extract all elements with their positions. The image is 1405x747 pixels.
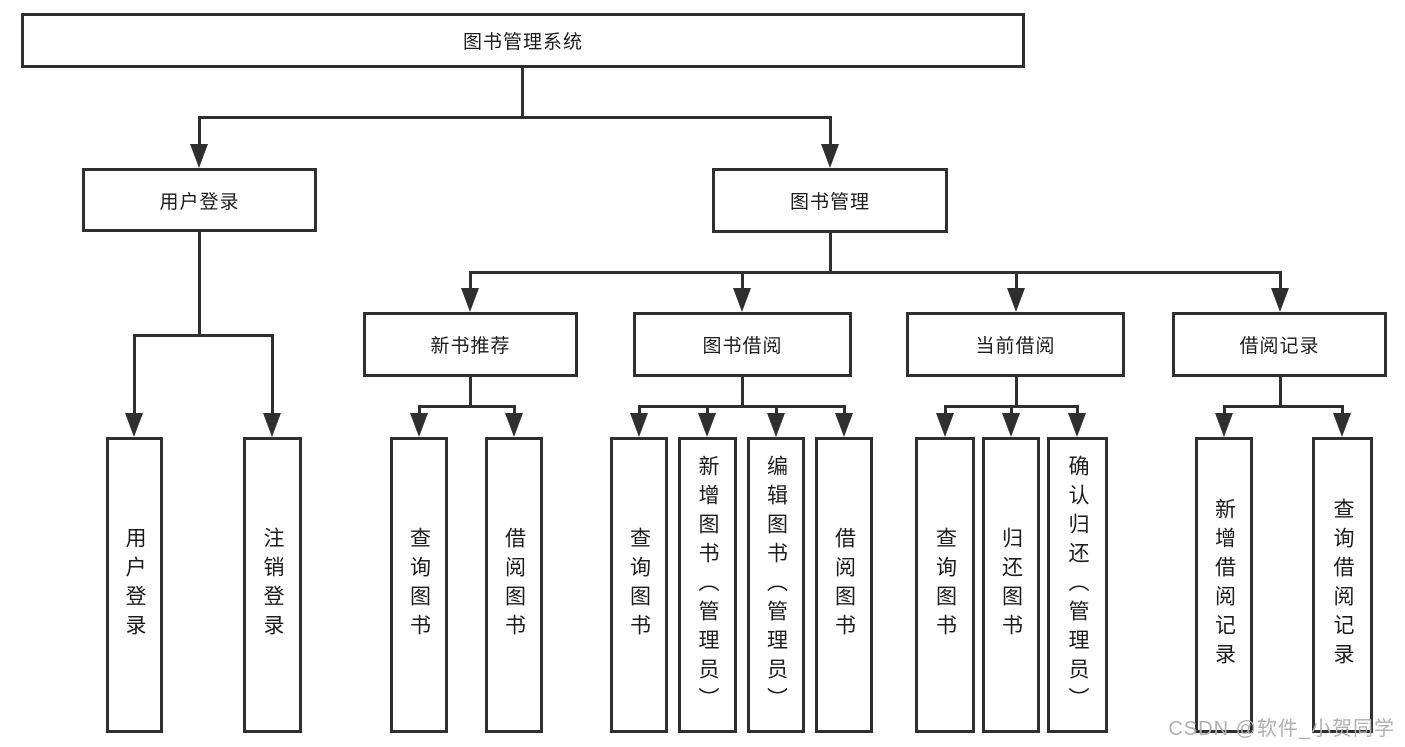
node-new-book-recommend: 新书推荐 <box>363 312 578 377</box>
leaf-borrow-query-books: 查询图书 <box>610 437 668 733</box>
connector-stem-book-mgmt <box>829 116 832 146</box>
connector-stem-leaf-login <box>133 334 136 414</box>
connector-borrow-span <box>638 405 846 408</box>
connector-newbook-span <box>418 405 516 408</box>
connector-stem-bb2 <box>706 405 709 415</box>
connector-stem-leaf-logout <box>271 334 274 414</box>
leaf-logout: 注销登录 <box>243 437 302 733</box>
leaf-current-query-books-label: 查询图书 <box>933 527 957 643</box>
connector-root-span <box>198 116 832 119</box>
leaf-borrow-edit-books-admin-label: 编辑图书（管理员） <box>764 454 788 716</box>
arrowhead-newbook <box>461 288 479 312</box>
arrowhead-bb3 <box>767 413 785 437</box>
node-book-borrow: 图书借阅 <box>633 312 852 377</box>
node-book-borrow-label: 图书借阅 <box>702 336 783 357</box>
arrowhead-borrow <box>733 288 751 312</box>
connector-borrow-stem <box>741 377 744 406</box>
node-borrow-records-label: 借阅记录 <box>1239 336 1320 357</box>
leaf-newbook-query-books-label: 查询图书 <box>407 527 431 643</box>
node-book-management: 图书管理 <box>712 168 948 233</box>
connector-stem-bb1 <box>638 405 641 415</box>
connector-userlogin-span <box>133 334 274 337</box>
arrowhead-cb3 <box>1068 413 1086 437</box>
leaf-newbook-borrow-books: 借阅图书 <box>485 437 543 733</box>
connector-stem-cb2 <box>1010 405 1013 415</box>
arrowhead-bb1 <box>630 413 648 437</box>
leaf-logout-label: 注销登录 <box>261 527 284 643</box>
leaf-current-query-books: 查询图书 <box>915 437 975 733</box>
connector-records-stem <box>1279 377 1282 406</box>
connector-stem-borrow <box>741 271 744 291</box>
arrowhead-bb4 <box>835 413 853 437</box>
connector-records-span <box>1223 405 1344 408</box>
node-current-borrow: 当前借阅 <box>906 312 1125 377</box>
node-borrow-records: 借阅记录 <box>1172 312 1387 377</box>
connector-stem-cb1 <box>944 405 947 415</box>
connector-stem-bb3 <box>775 405 778 415</box>
connector-stem-cb3 <box>1076 405 1079 415</box>
leaf-current-return-books-label: 归还图书 <box>999 527 1023 643</box>
leaf-current-confirm-return-admin-label: 确认归还（管理员） <box>1066 454 1089 716</box>
leaf-borrow-add-books-admin: 新增图书（管理员） <box>678 437 737 733</box>
arrowhead-current <box>1007 288 1025 312</box>
leaf-records-add-borrow-record: 新增借阅记录 <box>1195 437 1253 733</box>
leaf-newbook-query-books: 查询图书 <box>390 437 448 733</box>
connector-userlogin-stem <box>198 232 201 335</box>
leaf-current-confirm-return-admin: 确认归还（管理员） <box>1047 437 1108 733</box>
leaf-borrow-edit-books-admin: 编辑图书（管理员） <box>747 437 805 733</box>
leaf-borrow-borrow-books: 借阅图书 <box>815 437 873 733</box>
arrowhead-leaf-login <box>125 413 143 437</box>
arrowhead-rc1 <box>1215 413 1233 437</box>
connector-stem-rc2 <box>1341 405 1344 415</box>
node-user-login: 用户登录 <box>82 168 317 232</box>
connector-newbook-stem <box>469 377 472 406</box>
arrowhead-nb2 <box>505 413 523 437</box>
arrowhead-leaf-logout <box>263 413 281 437</box>
connector-stem-current <box>1015 271 1018 291</box>
leaf-borrow-add-books-admin-label: 新增图书（管理员） <box>696 454 719 716</box>
node-root: 图书管理系统 <box>21 13 1025 68</box>
connector-stem-nb1 <box>418 405 421 415</box>
leaf-borrow-borrow-books-label: 借阅图书 <box>832 527 856 643</box>
node-book-management-label: 图书管理 <box>789 192 870 213</box>
arrowhead-bb2 <box>698 413 716 437</box>
connector-stem-rc1 <box>1223 405 1226 415</box>
connector-root-stem <box>521 68 524 117</box>
node-new-book-recommend-label: 新书推荐 <box>430 336 511 357</box>
leaf-borrow-query-books-label: 查询图书 <box>627 527 651 643</box>
node-root-label: 图书管理系统 <box>462 32 583 53</box>
arrowhead-rc2 <box>1333 413 1351 437</box>
arrowhead-book-mgmt <box>821 144 839 168</box>
connector-stem-nb2 <box>513 405 516 415</box>
leaf-user-login-label: 用户登录 <box>123 527 146 643</box>
connector-bookmgmt-stem <box>829 233 832 272</box>
connector-bookmgmt-span <box>469 271 1282 274</box>
connector-stem-newbook <box>469 271 472 291</box>
arrowhead-user-login <box>190 144 208 168</box>
node-current-borrow-label: 当前借阅 <box>975 336 1056 357</box>
leaf-newbook-borrow-books-label: 借阅图书 <box>502 527 526 643</box>
connector-current-stem <box>1015 377 1018 406</box>
csdn-watermark: CSDN @软件_小贺同学 <box>1168 718 1395 740</box>
leaf-current-return-books: 归还图书 <box>982 437 1040 733</box>
arrowhead-cb1 <box>936 413 954 437</box>
leaf-records-query-borrow-record: 查询借阅记录 <box>1312 437 1373 733</box>
leaf-user-login: 用户登录 <box>106 437 163 733</box>
connector-stem-user-login <box>198 116 201 146</box>
leaf-records-add-borrow-record-label: 新增借阅记录 <box>1212 498 1236 672</box>
arrowhead-records <box>1271 288 1289 312</box>
node-user-login-label: 用户登录 <box>159 191 240 213</box>
leaf-records-query-borrow-record-label: 查询借阅记录 <box>1331 498 1354 672</box>
connector-stem-records <box>1279 271 1282 291</box>
arrowhead-cb2 <box>1002 413 1020 437</box>
connector-stem-bb4 <box>843 405 846 415</box>
arrowhead-nb1 <box>410 413 428 437</box>
